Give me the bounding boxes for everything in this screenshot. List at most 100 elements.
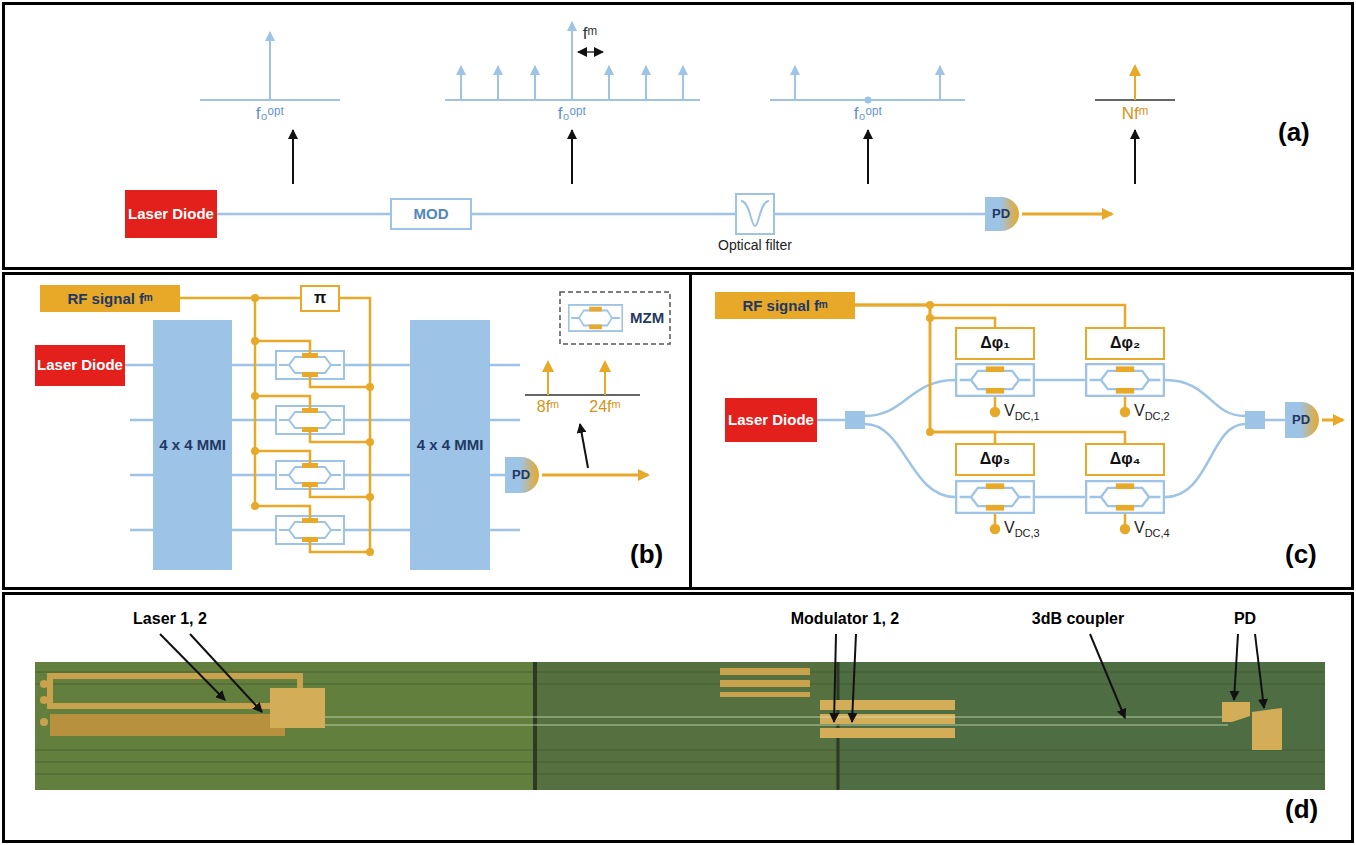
node-label: Δφ₄ xyxy=(1110,450,1141,468)
waveguides-c xyxy=(1035,496,1085,499)
mzm-array-b xyxy=(276,351,344,379)
dc-bias-pins-c xyxy=(991,525,999,533)
chip-photo xyxy=(35,662,1325,790)
node-label: π xyxy=(314,289,326,307)
waveguides-c xyxy=(1035,379,1085,382)
waveguides-b xyxy=(490,419,520,422)
annotation-label: 3dB coupler xyxy=(1032,610,1124,628)
panel-label: (b) xyxy=(630,540,663,570)
dc-bias-pins-c xyxy=(991,408,999,416)
spectrum-plot-b xyxy=(525,362,648,475)
chip-photo xyxy=(325,717,1228,725)
node-label: Δφ₃ xyxy=(980,450,1010,468)
chip-photo xyxy=(40,718,48,726)
laser-diode-box: Laser Diode xyxy=(35,345,125,386)
chip-photo xyxy=(50,676,300,706)
spectrum-plot-b xyxy=(547,362,549,395)
subscript-label: DC,2 xyxy=(1145,410,1170,423)
junction-dots-b xyxy=(251,337,259,345)
junction-dots-b xyxy=(251,294,374,556)
mzm-array-b xyxy=(276,516,344,544)
rf-wires-b xyxy=(255,341,310,353)
mzm-array-c xyxy=(956,364,1164,513)
connector-line xyxy=(855,305,1125,327)
rf-output-arrow xyxy=(1322,419,1343,422)
spectrum-plots-a xyxy=(682,66,684,100)
rf-wires-b xyxy=(310,377,370,387)
waveguides-b xyxy=(130,529,153,532)
waveguides-b xyxy=(345,474,410,477)
photodiode-symbol: PD xyxy=(505,457,541,493)
connector-line xyxy=(855,305,995,327)
waveguides-b xyxy=(345,529,410,532)
modulator-box: MOD xyxy=(390,198,472,230)
legend-box-b xyxy=(569,305,622,331)
connector-line xyxy=(490,474,505,477)
spectrum-plots-a xyxy=(865,97,872,104)
spectrum-plot-b xyxy=(525,394,640,396)
laser-diode-box: Laser Diode xyxy=(125,190,217,238)
annotation-label: fᵐ xyxy=(583,24,597,44)
leader-arrows-d xyxy=(160,634,225,700)
mzm-array-c xyxy=(1086,364,1164,396)
chip-photo xyxy=(35,672,1325,673)
connector-line xyxy=(472,213,735,216)
chip-photo xyxy=(837,662,840,790)
chip-photo xyxy=(35,750,1325,751)
annotation-label: V xyxy=(1004,519,1015,537)
annotation-label: f₀ᵒᵖᵗ xyxy=(256,104,284,124)
chip-photo xyxy=(720,692,810,697)
spectrum-plots-a xyxy=(645,66,647,100)
connector-line xyxy=(775,213,985,216)
pointer-arrows-a xyxy=(867,130,869,184)
spectrum-plots-a xyxy=(534,66,536,100)
panel-label: (a) xyxy=(1278,118,1310,148)
waveguides-c xyxy=(812,380,1285,497)
panel-label: (d) xyxy=(1285,795,1318,825)
chip-photo xyxy=(325,716,1228,717)
pointer-arrows-a xyxy=(1134,130,1136,184)
spectrum-plots-a xyxy=(269,32,271,100)
annotation-label: f₀ᵒᵖᵗ xyxy=(558,104,586,124)
waveguides-b xyxy=(232,419,275,422)
figure-panel: (a)Laser DiodeMODOptical filterPD xyxy=(2,2,1354,270)
junction-dots-b xyxy=(251,392,259,400)
chip-photo xyxy=(35,684,1325,685)
leader-arrows-d xyxy=(834,634,836,722)
rf-wires-b xyxy=(310,542,370,552)
chip-photo xyxy=(35,762,1325,763)
pointer-arrows-a xyxy=(293,130,1135,184)
legend-box-b xyxy=(560,292,670,344)
junction-dots-b xyxy=(366,493,374,501)
mmi-coupler-box: 4 x 4 MMI xyxy=(153,320,232,570)
leader-arrows-d xyxy=(160,634,1264,722)
waveguides-b xyxy=(345,419,410,422)
waveguides-b xyxy=(232,474,275,477)
node-label: Δφ₂ xyxy=(1110,334,1140,352)
splitters-c xyxy=(845,411,865,429)
rf-source-box: RF signal fᵐ xyxy=(40,285,180,312)
spectrum-plots-a xyxy=(794,66,796,100)
junction-dots-b xyxy=(251,502,259,510)
junction-dots-b xyxy=(366,438,374,446)
chip-photo xyxy=(40,680,48,688)
chip-photo xyxy=(35,662,1325,790)
photodiode-shape xyxy=(505,457,539,493)
chip-photo xyxy=(820,700,955,710)
mzm-array-c xyxy=(1086,481,1164,513)
annotation-label: f₀ᵒᵖᵗ xyxy=(854,104,882,124)
waveguides-c xyxy=(1165,424,1245,497)
node-label: Δφ₁ xyxy=(980,334,1010,352)
dc-bias-pins-c xyxy=(1121,408,1129,416)
photodiode-shape xyxy=(985,197,1019,231)
waveguides-c xyxy=(865,424,955,497)
waveguides-b xyxy=(345,364,410,367)
node-label: 4 x 4 MMI xyxy=(417,436,484,453)
annotation-label: Modulator 1, 2 xyxy=(791,610,899,628)
rf-wires-b xyxy=(310,487,370,497)
leader-arrows-d xyxy=(1234,634,1238,700)
figure-panel: (d) xyxy=(2,592,1354,843)
mzm-array-b xyxy=(276,461,344,489)
legend-label: MZM xyxy=(630,309,664,326)
